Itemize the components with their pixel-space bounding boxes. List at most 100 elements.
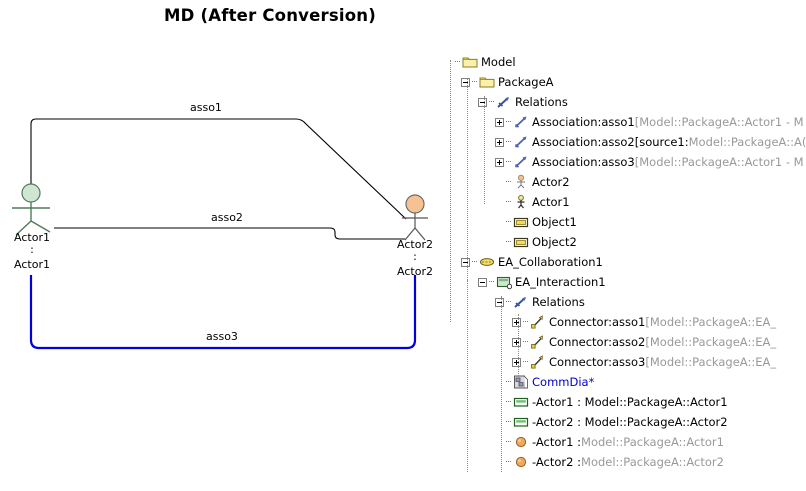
interaction-icon <box>496 274 512 290</box>
tree-guide-line <box>518 314 520 376</box>
tree-item-qualifier: [Model::PackageA::EA_ <box>645 355 777 369</box>
tree-item-label: Connector:asso3 <box>549 355 646 369</box>
edge-label-asso2: asso2 <box>211 211 243 224</box>
association-icon <box>513 134 529 150</box>
tree-item-qualifier: [Model::PackageA::Actor1 - M <box>634 155 804 169</box>
tree-item-label: Model <box>481 55 516 69</box>
expand-icon[interactable] <box>512 357 521 367</box>
tree-item-label: PackageA <box>498 75 554 89</box>
tree-row[interactable]: EA_Collaboration1 <box>444 252 806 272</box>
tree-row[interactable]: Actor2 <box>444 172 806 192</box>
diagram-canvas[interactable]: asso1 asso2 asso3 Actor1 : Actor1 Actor2… <box>0 0 440 491</box>
connector-icon <box>530 314 546 330</box>
tree-row[interactable]: Actor1 <box>444 192 806 212</box>
edge-asso2[interactable] <box>54 227 405 240</box>
tree-item-qualifier: [Model::PackageA::EA_ <box>645 315 777 329</box>
tree-row[interactable]: Model <box>444 52 806 72</box>
tree-item-label: EA_Interaction1 <box>515 275 606 289</box>
tree-item-label: Association:asso1 <box>532 115 635 129</box>
tree-row[interactable]: Association:asso3[Model::PackageA::Actor… <box>444 152 806 172</box>
tree-row[interactable]: EA_Interaction1 <box>444 272 806 292</box>
tree-connector-line <box>506 161 511 163</box>
tree-connector-line <box>523 321 528 323</box>
tree-connector-line <box>489 281 494 283</box>
tree-row[interactable]: -Actor1 : Model::PackageA::Actor1 <box>444 392 806 412</box>
tree-item-label: CommDia* <box>532 375 595 389</box>
tree-item-qualifier: [Model::PackageA::Actor1 - M <box>634 115 804 129</box>
collapse-icon[interactable] <box>478 97 487 107</box>
tree-item-qualifier: [Model::PackageA::EA_ <box>645 335 777 349</box>
expand-icon[interactable] <box>512 317 521 327</box>
association-icon <box>513 154 529 170</box>
tree-connector-line <box>506 441 511 443</box>
tree-row[interactable]: Association:asso1[Model::PackageA::Actor… <box>444 112 806 132</box>
tree-row[interactable]: Relations <box>444 92 806 112</box>
expand-icon[interactable] <box>512 337 521 347</box>
folder-icon <box>462 54 478 70</box>
tree-row[interactable]: Association:asso2[source1:Model::Package… <box>444 132 806 152</box>
tree-connector-line <box>506 241 511 243</box>
tree-row[interactable]: -Actor2 : Model::PackageA::Actor2 <box>444 452 806 472</box>
expand-icon[interactable] <box>495 137 504 147</box>
tree-item-label: Actor2 <box>532 175 570 189</box>
tree-item-label: Object2 <box>532 235 577 249</box>
tree-connector-line <box>523 341 528 343</box>
tree-connector-line <box>455 61 460 63</box>
actor1-label-name: Actor1 <box>14 231 50 244</box>
tree-connector-line <box>523 361 528 363</box>
expand-icon[interactable] <box>495 117 504 127</box>
tree-row[interactable]: Object2 <box>444 232 806 252</box>
tree-row[interactable]: Connector:asso1[Model::PackageA::EA_ <box>444 312 806 332</box>
edge-label-asso1: asso1 <box>190 101 222 114</box>
tree-connector-line <box>506 221 511 223</box>
tree-item-label: Connector:asso1 <box>549 315 646 329</box>
tree-connector-line <box>506 141 511 143</box>
tree-row[interactable]: CommDia* <box>444 372 806 392</box>
tree-guide-line <box>467 78 469 310</box>
lifeline-icon <box>513 394 529 410</box>
actor-orange-icon <box>513 174 529 190</box>
tree-connector-line <box>506 201 511 203</box>
actor-yellow-icon <box>513 194 529 210</box>
actor2-label-instance: Actor2 <box>397 265 433 278</box>
tree-item-label: Connector:asso2 <box>549 335 646 349</box>
actor1-figure[interactable] <box>12 183 51 236</box>
diagram-icon <box>513 374 529 390</box>
tree-connector-line <box>506 121 511 123</box>
tree-item-label: Object1 <box>532 215 577 229</box>
tree-row[interactable]: Connector:asso3[Model::PackageA::EA_ <box>444 352 806 372</box>
tree-item-label: -Actor2 : Model::PackageA::Actor2 <box>532 415 728 429</box>
tree-row[interactable]: -Actor1 : Model::PackageA::Actor1 <box>444 432 806 452</box>
tree-connector-line <box>472 81 477 83</box>
tree-row[interactable]: Connector:asso2[Model::PackageA::EA_ <box>444 332 806 352</box>
tree-guide-line <box>484 96 486 204</box>
tree-item-label: -Actor1 : <box>532 435 582 449</box>
actor2-figure[interactable] <box>402 194 428 241</box>
tree-item-label: Relations <box>515 95 568 109</box>
collapse-icon[interactable] <box>495 297 504 307</box>
collapse-icon[interactable] <box>461 77 470 87</box>
relations-icon <box>496 94 512 110</box>
tree-connector-line <box>506 381 511 383</box>
connector-icon <box>530 354 546 370</box>
tree-connector-line <box>506 301 511 303</box>
collapse-icon[interactable] <box>478 277 487 287</box>
edge-asso3[interactable] <box>29 275 417 350</box>
edge-asso1[interactable] <box>30 118 407 220</box>
instance-icon <box>513 434 529 450</box>
tree-connector-line <box>489 101 494 103</box>
relations-icon <box>513 294 529 310</box>
lifeline-icon <box>513 414 529 430</box>
collaboration-icon <box>479 254 495 270</box>
collapse-icon[interactable] <box>461 257 470 267</box>
tree-row[interactable]: Relations <box>444 292 806 312</box>
tree-row[interactable]: Object1 <box>444 212 806 232</box>
object-icon <box>513 234 529 250</box>
instance-icon <box>513 454 529 470</box>
tree-row[interactable]: PackageA <box>444 72 806 92</box>
expand-icon[interactable] <box>495 157 504 167</box>
tree-row[interactable]: -Actor2 : Model::PackageA::Actor2 <box>444 412 806 432</box>
actor1-label-separator: : <box>30 243 34 256</box>
tree-item-label: EA_Collaboration1 <box>498 255 603 269</box>
